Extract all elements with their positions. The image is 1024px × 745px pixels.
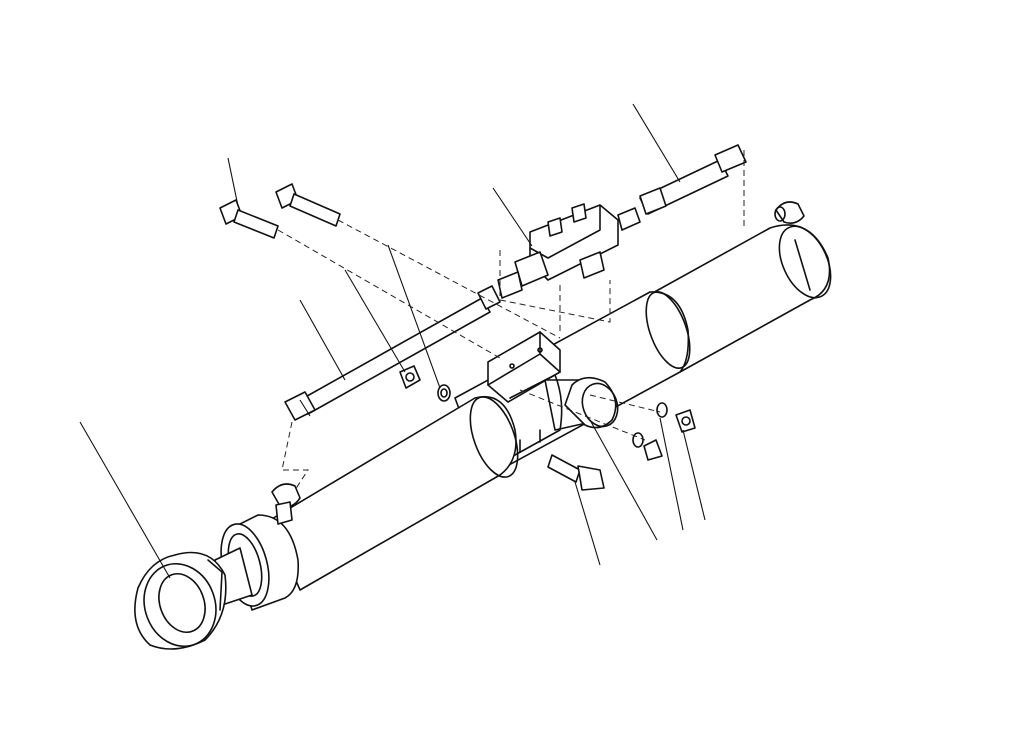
washer-left [437, 384, 451, 402]
callout-line-washer [387, 244, 441, 389]
callout-line-bolt-lower [574, 481, 601, 566]
bolt-3 [547, 454, 605, 491]
rear-elbow-fitting [774, 201, 805, 224]
valve-block [497, 203, 641, 299]
callout-line-valve [492, 187, 533, 247]
callout-line-short-hose [632, 103, 681, 183]
washer-right [656, 402, 668, 418]
assembly-lines [277, 150, 745, 491]
nut-right [675, 409, 696, 433]
cylinder-barrel-front [269, 374, 563, 591]
callout-line-rod-eye [79, 421, 171, 579]
trunnion-mount [487, 331, 619, 431]
front-elbow-fitting [271, 483, 301, 525]
short-hose [639, 144, 747, 215]
callout-line-bolts [227, 157, 239, 207]
bolt-1 [219, 199, 279, 239]
washer-lower [632, 432, 644, 448]
bolt-2 [275, 183, 341, 227]
callout-line-hose [299, 299, 346, 381]
callout-line-nut-right [682, 429, 706, 521]
callout-line-nut [344, 269, 406, 373]
piston-rod-eye [134, 547, 253, 650]
nut-lower [643, 439, 663, 461]
callout-line-washer-right [659, 417, 684, 531]
callout-leaders [79, 103, 706, 579]
callout-line-trunnion [589, 419, 658, 541]
